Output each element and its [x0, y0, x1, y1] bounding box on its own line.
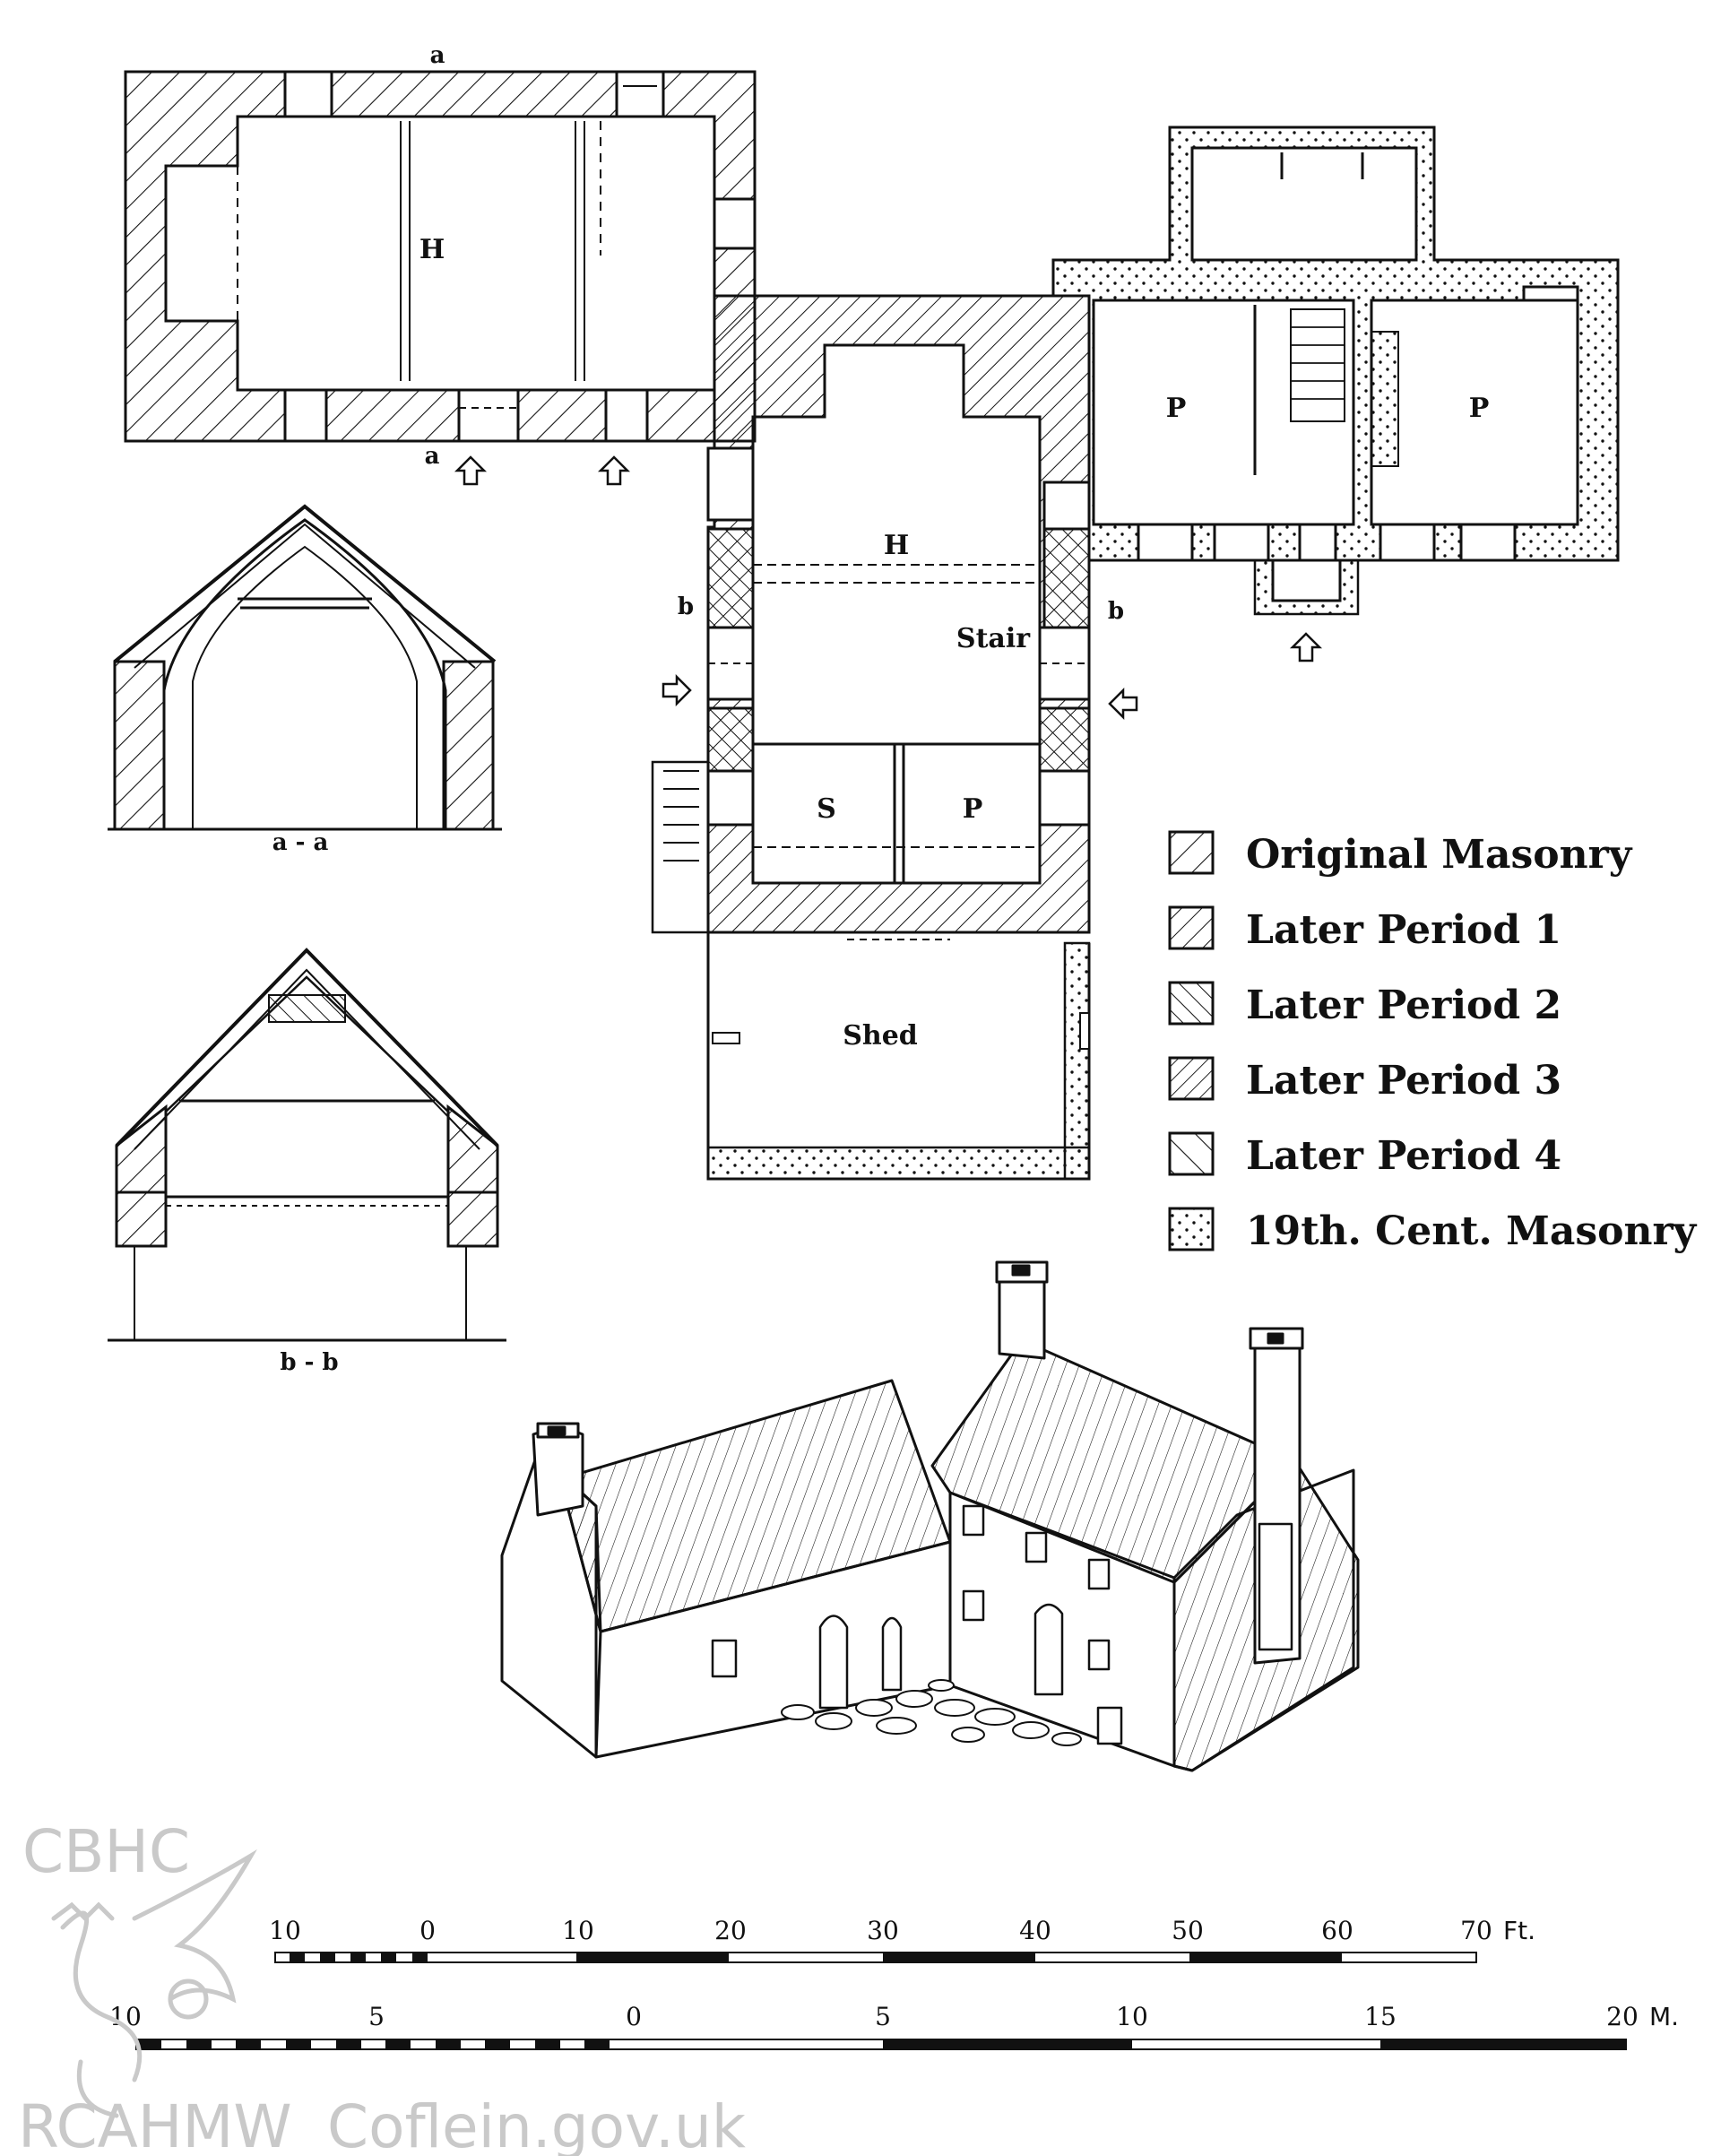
legend-swatch: [1168, 905, 1215, 950]
scale-ft-tick: 60: [1321, 1916, 1353, 1945]
watermark-rcahmw: RCAHMW: [18, 2092, 292, 2156]
axonometric-view: [500, 1260, 1360, 1772]
scale-bar-metres: 10 5 0 5 10 15 20 M.: [109, 2002, 1679, 2050]
scale-ft-unit: Ft.: [1503, 1916, 1535, 1945]
scale-ft-tick: 10: [269, 1916, 301, 1945]
section-bb: b - b: [108, 948, 506, 1376]
east-range: [1051, 126, 1620, 616]
scale-m-unit: M.: [1649, 2002, 1679, 2031]
arrow-icon: [597, 455, 631, 486]
scale-ft-tick: 70: [1460, 1916, 1492, 1945]
legend-swatch: [1168, 981, 1215, 1026]
room-label-stair: Stair: [956, 623, 1031, 654]
legend-item-period-3: Later Period 3: [1168, 1056, 1561, 1104]
scale-m-tick: 5: [368, 2002, 385, 2031]
section-aa-label: a - a: [272, 829, 329, 856]
room-label-service: S: [817, 793, 836, 825]
floor-plan: H H Stair S P P P Shed a a b b: [124, 42, 1620, 1181]
scale-bar-feet: 10 0 10 20 30 40 50 60 70 Ft.: [269, 1916, 1535, 1963]
legend-label: Original Masonry: [1246, 832, 1633, 878]
scale-ft-tick: 50: [1172, 1916, 1204, 1945]
legend-swatch: [1168, 830, 1215, 875]
legend-label: Later Period 3: [1246, 1058, 1561, 1104]
arrow-icon: [454, 455, 488, 486]
west-range: [124, 70, 757, 443]
scale-m-tick: 20: [1606, 2002, 1639, 2031]
section-aa: a - a: [108, 504, 502, 856]
legend-item-period-2: Later Period 2: [1168, 981, 1561, 1028]
section-mark-a-bottom: a: [425, 443, 440, 470]
room-label-parlour-east-1: P: [1166, 393, 1187, 424]
room-label-shed: Shed: [843, 1020, 918, 1052]
scale-ft-tick: 20: [714, 1916, 747, 1945]
legend-label: Later Period 1: [1246, 907, 1561, 953]
room-label-hall-west: H: [419, 234, 445, 265]
section-mark-a-top: a: [430, 42, 445, 69]
shed: [706, 932, 1091, 1181]
legend-label: Later Period 2: [1246, 983, 1561, 1028]
arrow-icon: [1108, 687, 1138, 721]
legend-swatch: [1168, 1056, 1215, 1101]
scale-ft-tick: 10: [562, 1916, 594, 1945]
room-label-parlour-east-2: P: [1469, 393, 1490, 424]
arrow-icon: [662, 673, 692, 707]
scale-m-tick: 0: [626, 2002, 642, 2031]
section-mark-b-left: b: [678, 593, 694, 620]
section-mark-b-right: b: [1108, 598, 1124, 625]
legend-item-period-1: Later Period 1: [1168, 905, 1561, 953]
scale-ft-tick: 40: [1019, 1916, 1051, 1945]
room-label-parlour-centre: P: [963, 793, 983, 825]
watermark: CBHC RCAHMW Coflein.gov.uk: [18, 1817, 747, 2156]
dragon-icon: [51, 1849, 257, 2118]
central-range: [651, 294, 1091, 934]
scale-m-tick: 5: [875, 2002, 891, 2031]
legend-label: 19th. Cent. Masonry: [1246, 1208, 1698, 1254]
legend-item-19th-century: 19th. Cent. Masonry: [1168, 1207, 1698, 1254]
legend-item-period-4: Later Period 4: [1168, 1131, 1561, 1179]
scale-ft-tick: 0: [419, 1916, 436, 1945]
legend: Original Masonry Later Period 1 Later Pe…: [1168, 830, 1698, 1254]
legend-swatch: [1168, 1131, 1215, 1176]
scale-m-tick: 15: [1364, 2002, 1397, 2031]
legend-swatch: [1168, 1207, 1215, 1251]
section-bb-label: b - b: [280, 1349, 338, 1376]
legend-label: Later Period 4: [1246, 1133, 1561, 1179]
room-label-hall-centre: H: [884, 530, 909, 561]
arrow-icon: [1289, 632, 1323, 662]
entrance-arrows: [454, 455, 1323, 721]
scale-ft-tick: 30: [867, 1916, 899, 1945]
scale-m-tick: 10: [1116, 2002, 1148, 2031]
watermark-coflein: Coflein.gov.uk: [327, 2092, 747, 2156]
watermark-cbhc: CBHC: [22, 1817, 190, 1886]
legend-item-original: Original Masonry: [1168, 830, 1633, 878]
